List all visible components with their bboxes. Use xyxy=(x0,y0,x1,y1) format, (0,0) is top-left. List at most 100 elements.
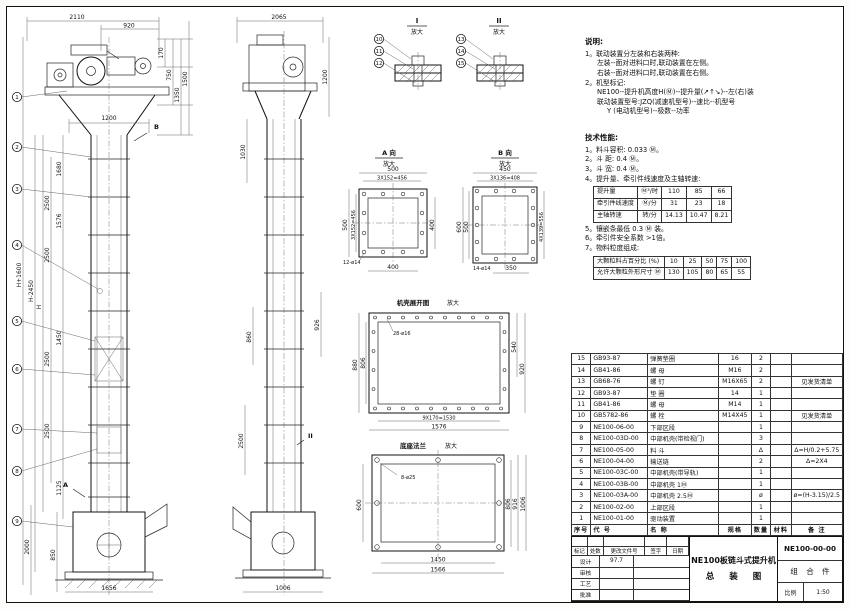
table-cell: 130 xyxy=(663,267,684,281)
table-cell: GB41-86 xyxy=(590,398,649,411)
table-cell: 50 xyxy=(701,255,718,269)
table-cell xyxy=(790,512,844,525)
table-cell: 提升量 xyxy=(592,186,639,199)
sign-label: 批准 xyxy=(572,589,600,602)
table-cell xyxy=(717,421,752,434)
view-label: A 向 xyxy=(382,148,396,157)
table-cell: 100 xyxy=(731,255,752,269)
flange-view-b: B 向 放大 450 3X136=408 600 500 4X139=556 1… xyxy=(456,148,545,274)
bom-header-cell: 备 注 xyxy=(790,523,844,537)
detail-sublabel: 放大 xyxy=(411,28,423,36)
table-cell xyxy=(717,443,752,457)
table-cell xyxy=(790,386,844,400)
table-cell: NE100-01-00 xyxy=(590,512,649,525)
sign-row: 工艺 xyxy=(572,578,689,590)
drawing-subtitle: 总 装 图 xyxy=(705,572,768,583)
rev-label: 标记 xyxy=(572,546,588,557)
table-cell xyxy=(770,455,792,468)
table-cell: 1 xyxy=(750,421,772,434)
hole-callout: 28-ø16 xyxy=(393,331,411,337)
dim-label: 806 xyxy=(505,498,512,510)
table-cell: GB93-87 xyxy=(590,352,649,366)
balloon: 2 xyxy=(15,145,19,151)
revision-row-labels: 标记 处数 更改文件号 签字 日期 xyxy=(572,546,690,557)
dim-label: 2500 xyxy=(44,195,51,210)
table-cell: ø=(H-3.15)/2.5 xyxy=(790,489,844,502)
spec-item: 1。料斗容积: 0.033 Ⓜ。 xyxy=(585,145,663,154)
table-cell: 中部机壳(带导轨) xyxy=(647,466,719,480)
table-cell: NE100-03C-00 xyxy=(590,466,649,480)
table-cell: GB93-87 xyxy=(590,386,649,400)
table-cell: NE100-05-00 xyxy=(590,443,649,457)
title-block-center: NE100板链斗式提升机 总 装 图 xyxy=(690,537,778,601)
dim-label: 450 xyxy=(499,166,511,173)
table-cell: 3 xyxy=(570,489,592,502)
table-cell xyxy=(790,500,844,514)
table-cell: 65 xyxy=(716,267,733,281)
table-cell: 23 xyxy=(685,198,712,211)
note-line: 右装--面对进料口时,联动装置在右侧。 xyxy=(597,68,713,77)
bom-header-cell: 名 称 xyxy=(647,523,719,537)
balloon: 8 xyxy=(15,469,19,475)
table-cell: 110 xyxy=(661,186,687,199)
revision-row-empty xyxy=(572,537,690,547)
table-cell xyxy=(717,500,752,514)
dim-label: H-2450 xyxy=(28,280,35,302)
spec-item: 7。物料粒度组成: xyxy=(585,243,640,252)
view-label: B 向 xyxy=(498,148,512,157)
table-cell: 15 xyxy=(570,352,592,366)
table-cell xyxy=(717,432,752,445)
table-cell: 1 xyxy=(750,478,772,491)
engineering-drawing: 2110 920 1200 1680 1576 1450 1125 250 xyxy=(12,14,545,597)
hole-callout: 14-ø14 xyxy=(473,266,491,272)
table-cell xyxy=(770,386,792,400)
dim-label: 1006 xyxy=(520,496,527,511)
table-cell xyxy=(717,478,752,491)
table-cell: 料 斗 xyxy=(647,443,719,457)
table-cell xyxy=(717,455,752,468)
notes-title: 说明: xyxy=(585,37,603,46)
table-cell: 13 xyxy=(570,375,592,388)
table-cell: NE100-04-00 xyxy=(590,455,649,468)
dim-label: 920 xyxy=(519,363,526,375)
table-cell: 上部区段 xyxy=(647,500,719,514)
spec-item: 4。提升量、牵引件线速度及主轴转速: xyxy=(585,174,701,183)
table-cell: 2 xyxy=(750,375,772,388)
table-cell: M16X65 xyxy=(717,375,752,388)
table-cell: 输送链 xyxy=(647,455,719,468)
dim-label: 2000 xyxy=(24,539,31,554)
table-cell: GB68-76 xyxy=(590,375,649,388)
table-cell: 105 xyxy=(682,267,703,281)
view-sublabel: 放大 xyxy=(383,160,395,168)
dim-label: 850 xyxy=(50,549,57,561)
table-cell: 2 xyxy=(570,500,592,514)
dim-label: 880 xyxy=(352,359,359,371)
balloon: 14 xyxy=(458,49,465,55)
dim-label: 1006 xyxy=(275,585,290,592)
table-cell: 螺 钉 xyxy=(647,375,719,388)
table-cell: 14.13 xyxy=(661,209,687,223)
table-cell: 转/分 xyxy=(637,209,663,223)
table-cell: Ⓜ³/时 xyxy=(637,186,663,199)
dim-label: 400 xyxy=(387,264,399,271)
table-cell: 9 xyxy=(570,421,592,434)
table-cell: GB41-86 xyxy=(590,364,649,377)
table-cell: 1 xyxy=(750,386,772,400)
rev-label: 日期 xyxy=(667,546,690,557)
rev-label: 更改文件号 xyxy=(603,546,646,557)
note-line: NE100--提升机高度H(Ⓜ)--提升量(↗↑↘)--左(右)装 xyxy=(597,88,754,97)
table-cell: 牵引件线速度 xyxy=(592,198,639,211)
table-cell: 7 xyxy=(570,443,592,457)
table-cell: 螺 母 xyxy=(647,398,719,411)
